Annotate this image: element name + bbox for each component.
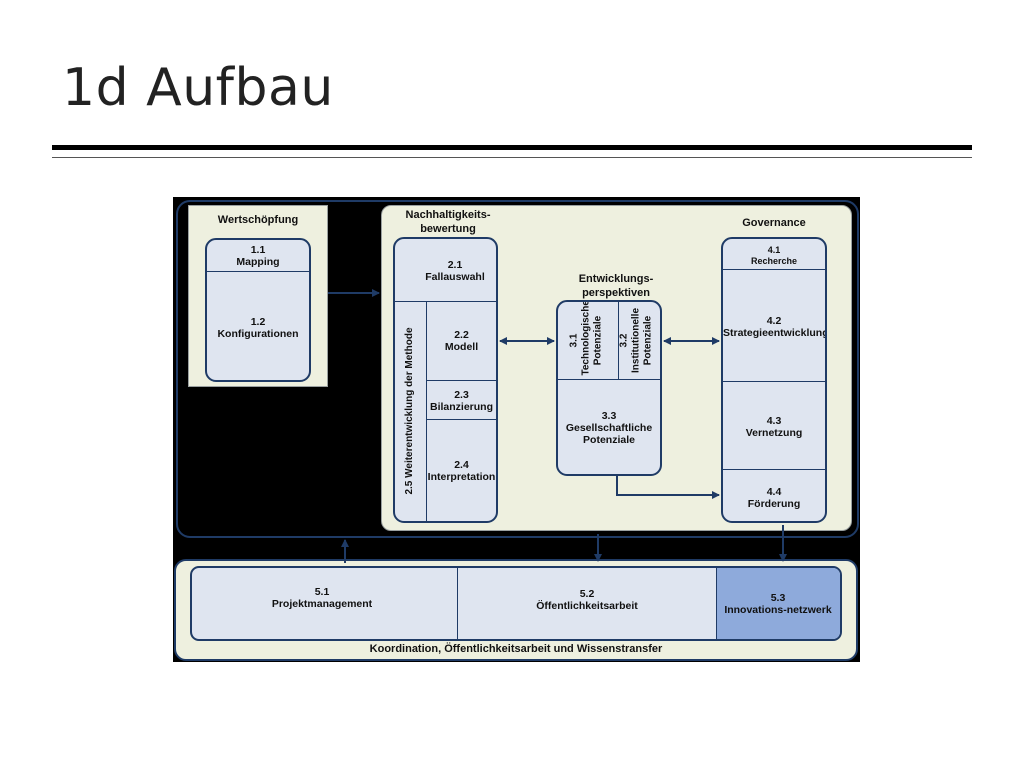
wertschoepfung-box: 1.1 Mapping 1.2 Konfigurationen [205,238,311,382]
item-4-3-label: Vernetzung [745,427,803,439]
title-rule-thick [52,145,972,150]
item-5-2-label: Öffentlichkeitsarbeit [536,600,638,612]
item-2-3-number: 2.3 [454,389,469,401]
entwicklung-header-line1: Entwicklungs- [578,273,654,285]
item-4-2-number: 4.2 [766,315,782,327]
slide-title: 1d Aufbau [62,58,334,118]
item-1-1-label: Mapping [236,256,280,268]
item-2-4-number: 2.4 [454,459,469,471]
item-2-5-vertical-label: 2.5 Weiterentwicklung der Methode [404,327,415,495]
entwicklung-header-line2: perspektiven [582,287,650,299]
governance-box: 4.1 Recherche 4.2 Strategieentwicklung 4… [721,237,827,523]
item-3-1-line2: Potenziale [592,315,604,366]
item-3-2-line2: Potenziale [642,315,654,366]
upper-frame [176,200,859,538]
koordination-panel: 5.1 Projektmanagement 5.2 Öffentlichkeit… [174,559,858,661]
item-2-3-label: Bilanzierung [429,401,493,413]
koordination-boxes: 5.1 Projektmanagement 5.2 Öffentlichkeit… [190,566,842,641]
item-5-3-label: Innovations-netzwerk [724,604,832,616]
item-3-3-number: 3.3 [601,410,617,422]
koordination-footer: Koordination, Öffentlichkeitsarbeit und … [369,643,663,655]
divider [426,301,427,521]
item-5-1-label: Projektmanagement [271,598,373,610]
nachhaltigkeit-header-line2: bewertung [420,223,476,235]
divider [207,271,309,272]
divider [426,419,496,420]
item-1-1-number: 1.1 [250,244,266,256]
divider [618,302,619,379]
item-3-2-number: 3.2 [618,333,630,348]
diagram: Wertschöpfung 1.1 Mapping 1.2 Konfigurat… [173,197,860,662]
divider [723,469,825,470]
title-rule-thin [52,157,972,158]
item-4-4-number: 4.4 [766,486,782,498]
item-3-3-line2: Potenziale [583,434,635,446]
divider [723,381,825,382]
divider [716,568,717,639]
item-3-1-number: 3.1 [568,333,580,348]
nachhaltigkeit-box: 2.1 Fallauswahl 2.5 Weiterentwicklung de… [393,237,498,523]
wertschoepfung-header: Wertschöpfung [217,214,299,226]
item-1-2-label: Konfigurationen [217,328,299,340]
item-2-4-label: Interpretation [427,471,496,483]
item-2-1-label: Fallauswahl [425,271,485,283]
item-2-1-number: 2.1 [447,259,463,271]
item-2-2-label: Modell [444,341,479,353]
wertschoepfung-panel: Wertschöpfung 1.1 Mapping 1.2 Konfigurat… [188,205,328,387]
governance-header: Governance [742,217,806,229]
divider [558,379,660,380]
item-4-4-label: Förderung [747,498,801,510]
entwicklung-box: 3.1 Technologische Potenziale 3.2 Instit… [556,300,662,476]
item-5-3-highlight [716,568,840,639]
item-4-1-number: 4.1 [767,245,781,255]
item-4-2-label: Strategieentwicklung [723,327,827,339]
item-5-1-number: 5.1 [314,586,330,598]
item-4-1-label: Recherche [750,256,798,266]
divider [426,380,496,381]
item-3-1-line1: Technologische [580,300,592,376]
item-3-3-line1: Gesellschaftliche [565,422,653,434]
item-4-3-number: 4.3 [766,415,782,427]
item-2-2-number: 2.2 [454,329,469,341]
item-1-2-number: 1.2 [250,316,266,328]
divider [395,301,496,302]
item-5-3-number: 5.3 [770,592,786,604]
item-5-2-number: 5.2 [579,588,595,600]
divider [457,568,458,639]
item-3-2-line1: Institutionelle [630,308,642,373]
divider [723,269,825,270]
nachhaltigkeit-header-line1: Nachhaltigkeits- [405,209,491,221]
